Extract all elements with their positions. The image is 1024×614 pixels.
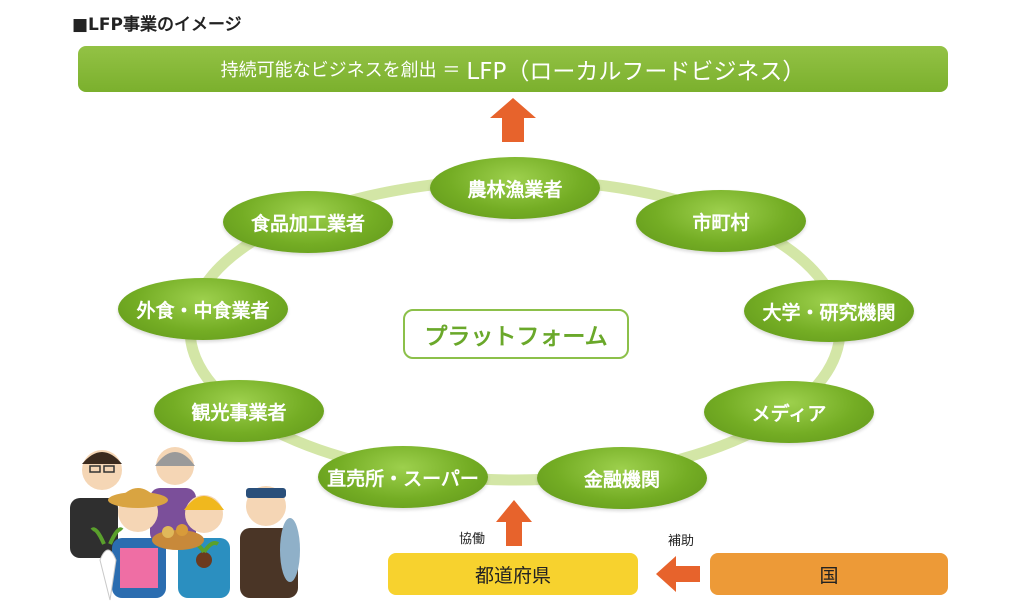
- node-food-service: 外食・中食業者: [118, 278, 288, 340]
- collab-up-arrow: [496, 500, 532, 546]
- lfp-banner: 持続可能なビジネスを創出 ＝ LFP（ローカルフードビジネス）: [78, 46, 948, 92]
- subsidy-label: 補助: [668, 534, 695, 549]
- banner-text: 持続可能なビジネスを創出 ＝: [220, 60, 461, 81]
- subsidy-left-arrow: [656, 556, 700, 592]
- collab-label: 協働: [459, 532, 486, 547]
- prefecture-box: 都道府県: [388, 553, 638, 595]
- people-illustration: [70, 447, 300, 601]
- node-tourism: 観光事業者: [154, 380, 324, 442]
- node-municipality: 市町村: [636, 190, 806, 252]
- node-retail: 直売所・スーパー: [318, 446, 488, 508]
- diagram-caption: ■LFP事業のイメージ: [72, 15, 242, 35]
- node-media: メディア: [704, 381, 874, 443]
- platform-label: プラットフォーム: [403, 309, 629, 359]
- node-university: 大学・研究機関: [744, 280, 914, 342]
- up-arrow-to-banner: [490, 98, 536, 142]
- node-food-processing: 食品加工業者: [223, 191, 393, 253]
- banner-lfp: LFP（ローカルフードビジネス）: [466, 59, 806, 85]
- node-farmers: 農林漁業者: [430, 157, 600, 219]
- nation-box: 国: [710, 553, 948, 595]
- node-finance: 金融機関: [537, 447, 707, 509]
